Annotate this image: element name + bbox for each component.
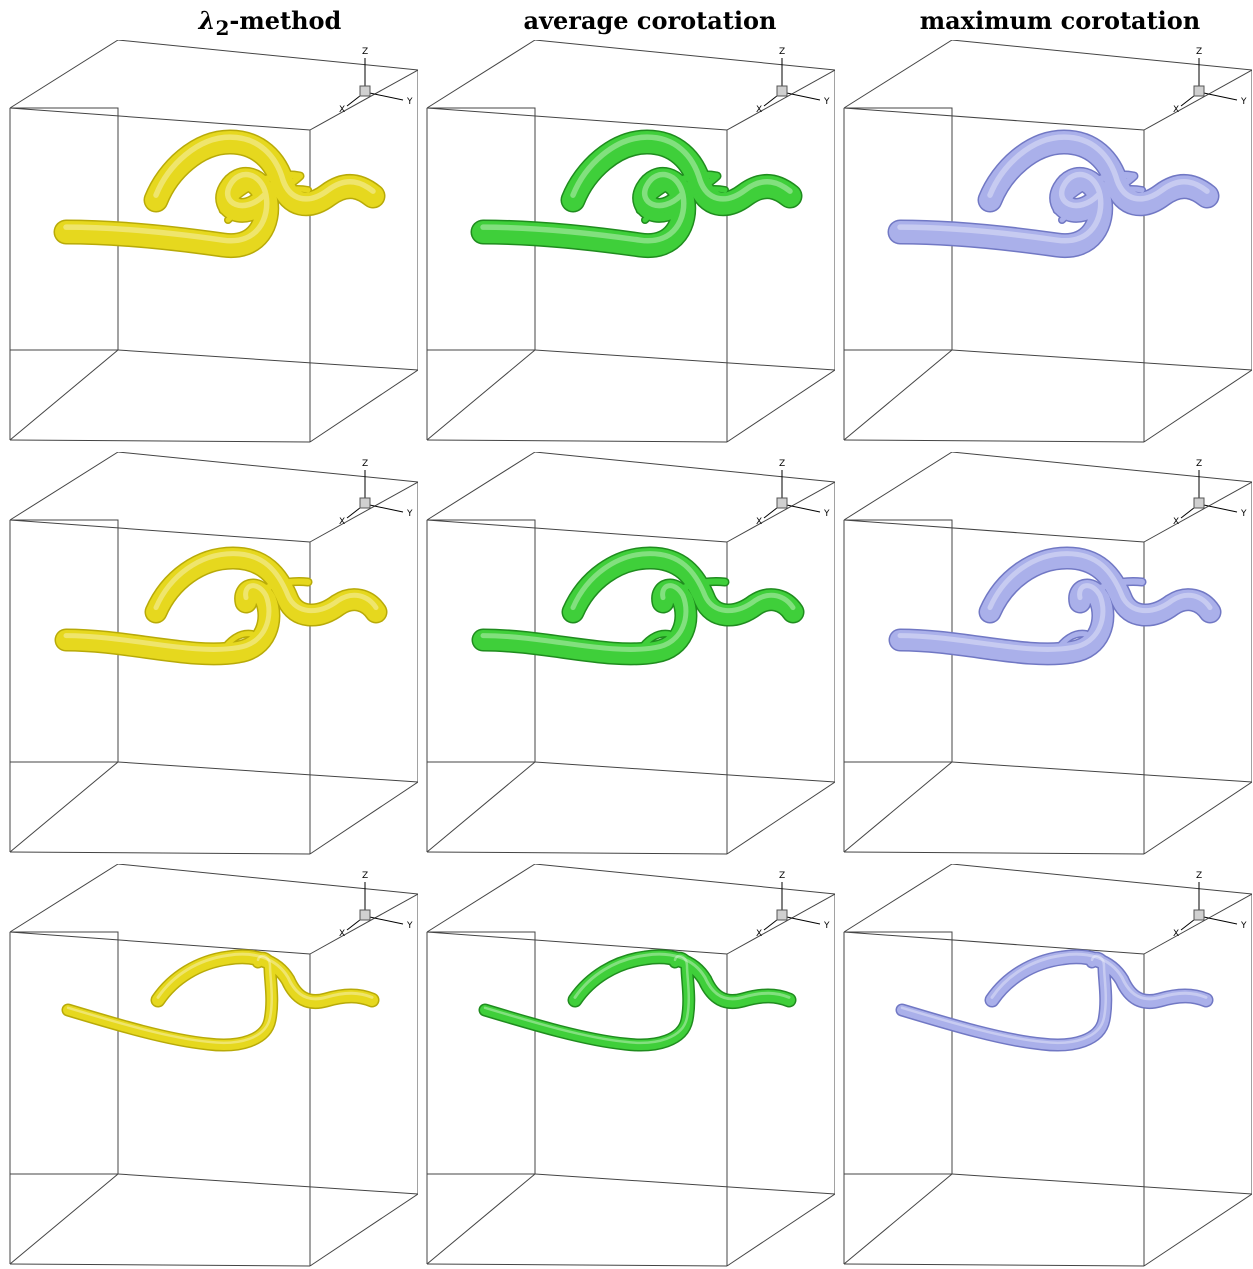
- axis-x-label: X: [756, 517, 762, 527]
- panel-r3-c1: Z Y X: [8, 864, 418, 1269]
- vortex-tubes: [61, 949, 380, 1052]
- axis-z-label: Z: [779, 871, 785, 881]
- vortex-render: Z Y X: [426, 40, 835, 443]
- axis-y-label: Y: [1240, 97, 1247, 107]
- vortex-tubes: [471, 546, 805, 666]
- panel-r2-c2: Z Y X: [425, 452, 835, 857]
- axis-z-label: Z: [362, 459, 368, 469]
- lambda-rest: -method: [229, 6, 342, 35]
- axis-triad-icon: [346, 58, 404, 107]
- column-title-maximum-corotation: maximum corotation: [919, 6, 1201, 35]
- vortex-render: Z Y X: [426, 452, 835, 855]
- axis-triad-icon: [763, 58, 821, 107]
- vortex-tubes: [53, 129, 386, 259]
- bounding-box: [9, 864, 418, 1267]
- lambda-symbol: λ: [198, 6, 216, 35]
- axis-triad-icon: [346, 470, 404, 519]
- panel-r1-c1: Z Y X: [8, 40, 418, 445]
- vortex-tubes: [54, 546, 388, 666]
- panel-r2-c3: Z Y X: [842, 452, 1252, 857]
- axis-x-label: X: [1173, 929, 1179, 939]
- axis-z-label: Z: [1196, 871, 1202, 881]
- axis-z-label: Z: [779, 459, 785, 469]
- axis-x-label: X: [339, 517, 345, 527]
- vortex-render: Z Y X: [9, 40, 418, 443]
- axis-x-label: X: [339, 929, 345, 939]
- panel-r1-c3: Z Y X: [842, 40, 1252, 445]
- axis-y-label: Y: [406, 509, 413, 519]
- axis-triad-icon: [763, 470, 821, 519]
- axis-y-label: Y: [1240, 509, 1247, 519]
- axis-y-label: Y: [823, 97, 830, 107]
- axis-z-label: Z: [1196, 459, 1202, 469]
- vortex-tubes: [895, 949, 1214, 1052]
- axis-z-label: Z: [779, 47, 785, 57]
- axis-triad-icon: [346, 882, 404, 931]
- vortex-tubes: [887, 129, 1220, 259]
- axis-x-label: X: [1173, 105, 1179, 115]
- vortex-render: Z Y X: [9, 452, 418, 855]
- bounding-box: [843, 40, 1252, 443]
- axis-y-label: Y: [406, 97, 413, 107]
- vortex-render: Z Y X: [426, 864, 835, 1267]
- bounding-box: [9, 452, 418, 855]
- axis-x-label: X: [756, 929, 762, 939]
- axis-y-label: Y: [406, 921, 413, 931]
- panel-r2-c1: Z Y X: [8, 452, 418, 857]
- axis-triad-icon: [1180, 58, 1238, 107]
- vortex-tubes: [888, 546, 1222, 666]
- axis-triad-icon: [1180, 882, 1238, 931]
- column-title-lambda2: λ2-method: [140, 4, 400, 40]
- panel-r3-c3: Z Y X: [842, 864, 1252, 1269]
- bounding-box: [426, 864, 835, 1267]
- axis-z-label: Z: [1196, 47, 1202, 57]
- axis-y-label: Y: [1240, 921, 1247, 931]
- axis-x-label: X: [1173, 517, 1179, 527]
- vortex-render: Z Y X: [843, 452, 1252, 855]
- axis-y-label: Y: [823, 921, 830, 931]
- vortex-render: Z Y X: [843, 40, 1252, 443]
- column-title-average-corotation: average corotation: [523, 6, 777, 35]
- axis-triad-icon: [1180, 470, 1238, 519]
- axis-y-label: Y: [823, 509, 830, 519]
- panel-r1-c2: Z Y X: [425, 40, 835, 445]
- axis-triad-icon: [763, 882, 821, 931]
- vortex-tubes: [470, 129, 803, 259]
- vortex-tubes: [478, 949, 797, 1052]
- vortex-render: Z Y X: [843, 864, 1252, 1267]
- panel-r3-c2: Z Y X: [425, 864, 835, 1269]
- axis-z-label: Z: [362, 871, 368, 881]
- axis-x-label: X: [339, 105, 345, 115]
- lambda-subscript: 2: [215, 15, 230, 40]
- vortex-render: Z Y X: [9, 864, 418, 1267]
- bounding-box: [9, 40, 418, 443]
- axis-z-label: Z: [362, 47, 368, 57]
- bounding-box: [843, 864, 1252, 1267]
- axis-x-label: X: [756, 105, 762, 115]
- bounding-box: [426, 452, 835, 855]
